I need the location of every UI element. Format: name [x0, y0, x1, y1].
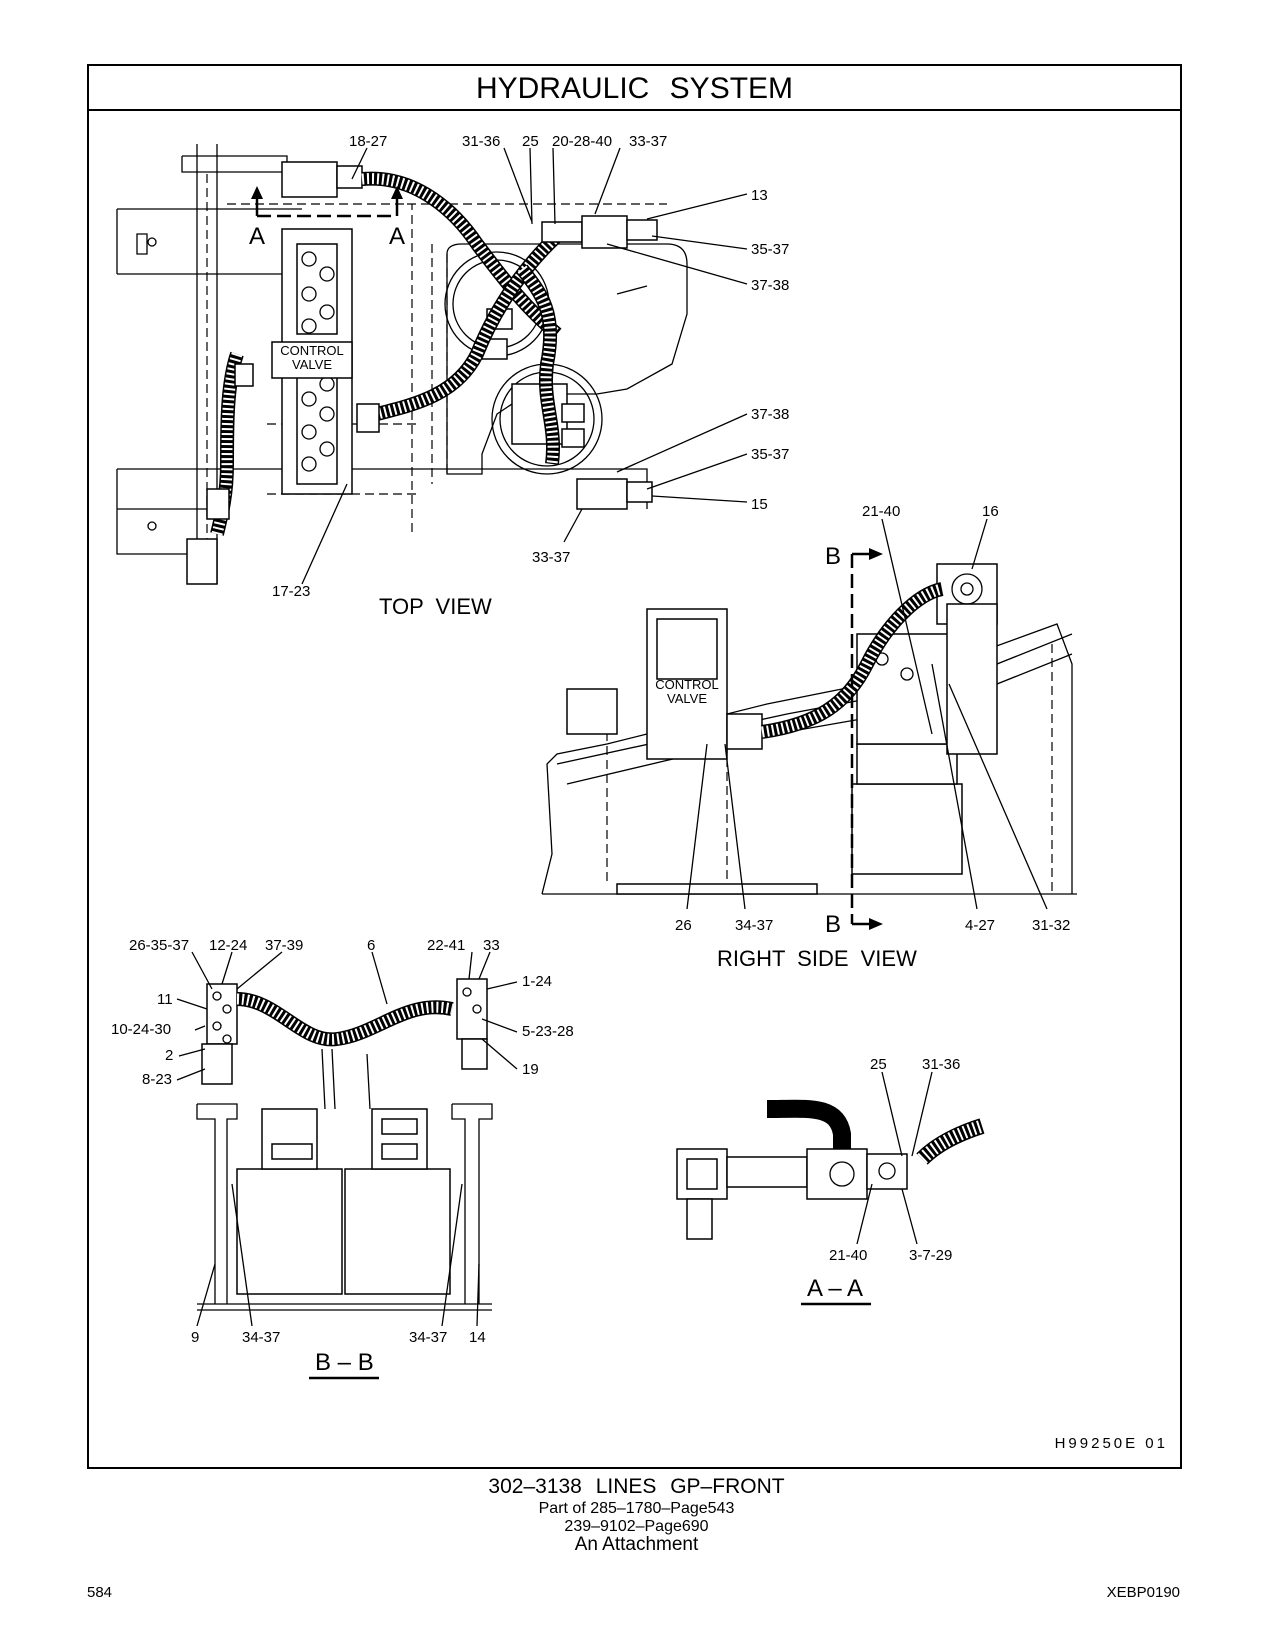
callout: 22-41 [427, 937, 465, 954]
control-valve-side-label-line2: VALVE [667, 691, 707, 706]
callout: 35-37 [751, 241, 789, 258]
page-number: 584 [87, 1584, 113, 1601]
callout: 31-36 [462, 133, 500, 150]
section-aa-label: A – A [807, 1275, 863, 1302]
hydraulic-diagram: CONTROL VALVE A A 18-27 31-36 [111, 133, 1077, 1380]
callout: 33-37 [629, 133, 667, 150]
callout: 26-35-37 [129, 937, 189, 954]
callout: 14 [469, 1329, 486, 1346]
top-view: CONTROL VALVE A A 18-27 31-36 [116, 133, 789, 619]
section-b-marker-bottom: B [825, 911, 841, 938]
callout: 34-37 [242, 1329, 280, 1346]
callout: 31-36 [922, 1056, 960, 1073]
callout: 18-27 [349, 133, 387, 150]
callout: 19 [522, 1061, 539, 1078]
callout: 21-40 [862, 503, 900, 520]
caption-line-3: An Attachment [574, 1534, 699, 1555]
control-valve-top: CONTROL VALVE [271, 228, 353, 495]
section-bb-view: 26-35-37 12-24 37-39 6 22-41 33 11 10-24… [111, 937, 574, 1380]
callout: 33-37 [532, 549, 570, 566]
callout: 25 [870, 1056, 887, 1073]
page-title: HYDRAULIC SYSTEM [89, 66, 1180, 111]
callout: 37-38 [751, 277, 789, 294]
callout: 34-37 [409, 1329, 447, 1346]
callout: 5-23-28 [522, 1023, 574, 1040]
callout: 20-28-40 [552, 133, 612, 150]
callout: 26 [675, 917, 692, 934]
section-b-marker-top: B [825, 543, 841, 570]
callout: 3-7-29 [909, 1247, 952, 1264]
section-a-marker-right: A [389, 223, 405, 250]
right-side-view-label: RIGHT SIDE VIEW [717, 946, 917, 971]
callout: 8-23 [142, 1071, 172, 1088]
section-bb-label: B – B [315, 1349, 374, 1376]
caption-line-1: Part of 285–1780–Page543 [538, 1500, 735, 1517]
callout: 25 [522, 133, 539, 150]
section-a-marker-left: A [249, 223, 265, 250]
callout: 13 [751, 187, 768, 204]
callout: 37-38 [751, 406, 789, 423]
control-valve-side-label-line1: CONTROL [655, 677, 719, 692]
callout: 15 [751, 496, 768, 513]
callout: 9 [191, 1329, 199, 1346]
callout: 6 [367, 937, 375, 954]
callout: 31-32 [1032, 917, 1070, 934]
callout: 12-24 [209, 937, 247, 954]
callout: 21-40 [829, 1247, 867, 1264]
control-valve-label-line1: CONTROL [280, 343, 344, 358]
right-side-view: CONTROL VALVE B B 21-40 16 26 34-37 4-27… [541, 503, 1077, 971]
callout: 17-23 [272, 583, 310, 600]
callout: 34-37 [735, 917, 773, 934]
caption-title: 302–3138 LINES GP–FRONT [488, 1475, 785, 1498]
top-view-label: TOP VIEW [379, 594, 492, 619]
callout: 11 [157, 991, 173, 1008]
callout: 33 [483, 937, 500, 954]
section-aa-view: 25 31-36 21-40 3-7-29 A – A [676, 1056, 985, 1306]
callout: 37-39 [265, 937, 303, 954]
callout: 10-24-30 [111, 1021, 171, 1038]
document-code: XEBP0190 [1106, 1584, 1180, 1601]
callout: 16 [982, 503, 999, 520]
callout: 4-27 [965, 917, 995, 934]
drawing-id: H99250E 01 [1054, 1435, 1168, 1452]
callout: 1-24 [522, 973, 552, 990]
callout: 35-37 [751, 446, 789, 463]
diagram-frame: HYDRAULIC SYSTEM [87, 64, 1182, 1469]
callout: 2 [165, 1047, 173, 1064]
caption-line-2: 239–9102–Page690 [564, 1518, 709, 1535]
control-valve-label-line2: VALVE [292, 357, 332, 372]
